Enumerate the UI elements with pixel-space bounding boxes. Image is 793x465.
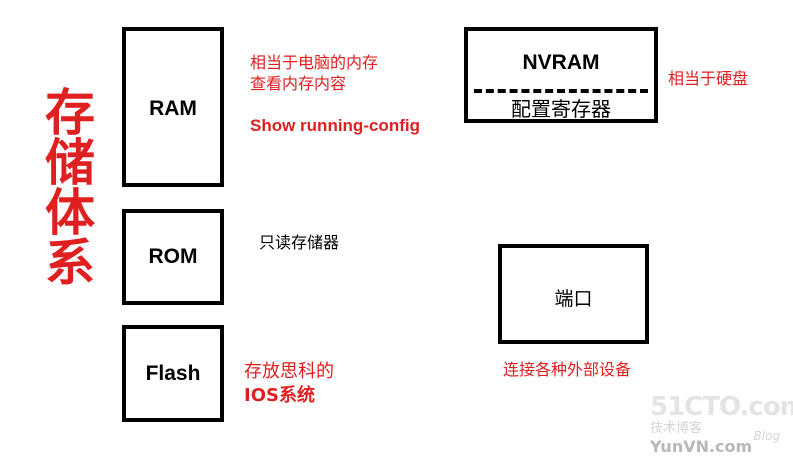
watermark: 51CTO.com 技术博客 Blog YunVN.com — [650, 392, 793, 457]
watermark-blog-en: Blog — [753, 429, 780, 443]
nvram-description: 相当于硬盘 — [668, 69, 749, 88]
rom-label: ROM — [148, 245, 198, 268]
ram-box: RAM — [122, 27, 224, 187]
ram-command: Show running-config — [250, 116, 420, 135]
watermark-site: 51CTO.com — [650, 392, 793, 422]
watermark-domain: YunVN.com — [650, 437, 753, 456]
port-box: 端口 — [498, 244, 649, 344]
flash-label: Flash — [145, 362, 201, 385]
flash-description-line2: IOS系统 — [244, 385, 315, 406]
port-label: 端口 — [554, 288, 593, 310]
nvram-box: NVRAM 配置寄存器 — [464, 27, 658, 123]
port-description: 连接各种外部设备 — [503, 360, 632, 379]
ram-description: 相当于电脑的内存 查看内存内容 — [250, 52, 378, 94]
flash-description: 存放思科的 IOS系统 — [244, 360, 334, 408]
nvram-dashed-divider — [474, 89, 648, 93]
watermark-blog-cn: 技术博客 — [650, 421, 703, 436]
flash-box: Flash — [122, 325, 224, 422]
rom-description: 只读存储器 — [259, 233, 340, 252]
ram-label: RAM — [149, 97, 197, 120]
ram-description-line1: 相当于电脑的内存 — [250, 53, 379, 72]
nvram-sublabel: 配置寄存器 — [511, 97, 611, 121]
ram-description-line2: 查看内存内容 — [250, 74, 347, 93]
flash-description-line1: 存放思科的 — [244, 361, 334, 382]
diagram-title: 存储体系 — [45, 84, 95, 292]
rom-box: ROM — [122, 209, 224, 305]
nvram-label: NVRAM — [522, 51, 600, 74]
